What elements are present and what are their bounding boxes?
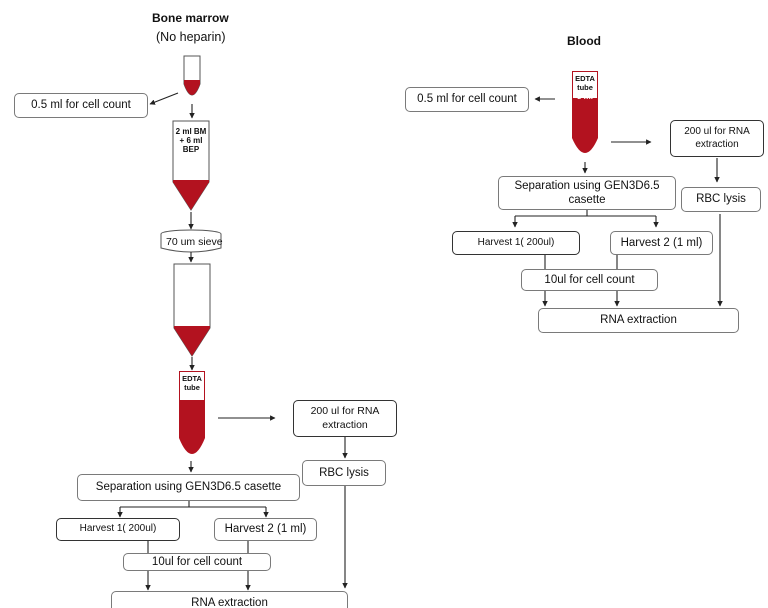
bm-rna-extraction-box: RNA extraction <box>111 591 348 608</box>
bm-rna-split-box: 200 ul for RNA extraction <box>293 400 397 437</box>
bm-arrow-to-cell-count <box>149 92 179 105</box>
bm-cell-count-10ul-box: 10ul for cell count <box>123 553 271 571</box>
blood-rna-extraction-box: RNA extraction <box>538 308 739 333</box>
bm-sample-tube <box>183 55 201 96</box>
blood-rna-split-box: 200 ul for RNA extraction <box>670 120 764 157</box>
blood-harvest1-box: Harvest 1( 200ul) <box>452 231 580 255</box>
blood-edta-tube-volume: 8 ml <box>576 92 593 102</box>
bm-sieve-label: 70 um sieve <box>166 236 223 248</box>
bm-title: Bone marrow <box>152 11 229 25</box>
bm-harvest2-box: Harvest 2 (1 ml) <box>214 518 317 541</box>
bm-harvest1-box: Harvest 1( 200ul) <box>56 518 180 541</box>
bm-bep-tube <box>172 120 210 211</box>
blood-harvest2-box: Harvest 2 (1 ml) <box>610 231 713 255</box>
blood-title: Blood <box>567 34 601 48</box>
blood-edta-tube <box>572 71 598 153</box>
blood-edta-tube-text: EDTA tube <box>575 74 595 92</box>
bm-subtitle: (No heparin) <box>156 30 226 44</box>
blood-rbc-lysis-box: RBC lysis <box>681 187 761 212</box>
bm-rbc-lysis-box: RBC lysis <box>302 460 386 486</box>
bm-cell-count-box: 0.5 ml for cell count <box>14 93 148 118</box>
bm-bep-tube-label: 2 ml BM + 6 ml BEP <box>175 127 207 155</box>
bm-edta-tube <box>179 371 205 454</box>
bm-filtered-tube <box>173 263 211 357</box>
blood-cell-count-box: 0.5 ml for cell count <box>405 87 529 112</box>
blood-cell-count-10ul-box: 10ul for cell count <box>521 269 658 291</box>
bm-edta-tube-label: EDTA tube <box>182 374 202 392</box>
bm-separation-box: Separation using GEN3D6.5 casette <box>77 474 300 501</box>
blood-edta-tube-label: EDTA tube 8 ml <box>572 74 598 102</box>
blood-separation-box: Separation using GEN3D6.5 casette <box>498 176 676 210</box>
